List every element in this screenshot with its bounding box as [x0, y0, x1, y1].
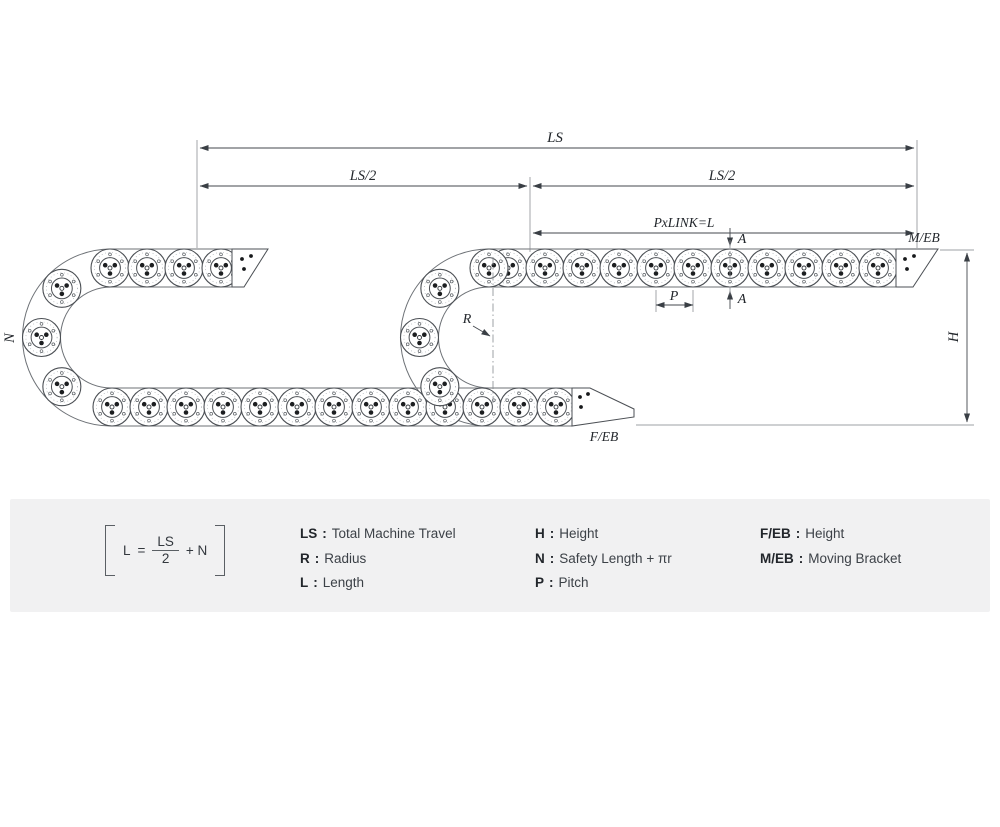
cable-carrier-diagram: LS LS/2 LS/2 PxLINK=L A A P H N R M/EB F… [2, 130, 974, 444]
radius-label: R [462, 312, 472, 327]
chain-link [277, 387, 317, 427]
legend-item-meb: M/EB:Moving Bracket [760, 550, 902, 566]
chain-link [21, 317, 62, 358]
chain-link [388, 387, 428, 427]
chain-link [351, 387, 391, 427]
ls2-right-dimension-label: LS/2 [708, 168, 736, 184]
legend-column-2: H:Height N:Safety Length + πr P:Pitch [535, 522, 672, 596]
formula-right-bracket [215, 525, 226, 577]
section-a-bottom-label: A [737, 292, 747, 307]
formula-left-bracket [105, 525, 115, 577]
height-dimension-label: H [946, 330, 962, 343]
chain-link [420, 367, 460, 407]
legend-panel: L = LS 2 + N LS:Total Machine Travel R:R… [10, 499, 990, 612]
fixed-bracket-label: F/EB [589, 429, 619, 444]
chain-link [240, 387, 280, 427]
chain-link [399, 317, 440, 358]
legend-column-1: LS:Total Machine Travel R:Radius L:Lengt… [300, 522, 456, 596]
legend-column-3: F/EB:Height M/EB:Moving Bracket [760, 522, 901, 571]
chain-link [536, 387, 576, 427]
legend-item-ls: LS:Total Machine Travel [300, 526, 456, 541]
formula-plus-term: + N [185, 543, 208, 559]
legend-item-p: P:Pitch [535, 575, 589, 590]
chain-link [562, 248, 602, 288]
moving-bracket-label: M/EB [907, 230, 940, 245]
chain-link [858, 248, 898, 288]
chain-link [42, 268, 82, 308]
chain-link [127, 248, 167, 288]
end-brackets [231, 248, 939, 427]
chain-link [599, 248, 639, 288]
center-lines [492, 240, 731, 403]
extension-lines [196, 140, 974, 426]
formula-denominator: 2 [161, 551, 170, 567]
ls2-left-dimension-label: LS/2 [349, 168, 377, 184]
legend-item-r: R:Radius [300, 550, 367, 566]
fixed-bracket [571, 387, 635, 427]
chain-link [203, 387, 243, 427]
dimension-lines [199, 144, 971, 423]
chain-link [747, 248, 787, 288]
length-formula: L = LS 2 + N [105, 525, 226, 577]
chain-link [90, 248, 130, 288]
legend-item-n: N:Safety Length + πr [535, 550, 672, 566]
formula-equals: = [137, 543, 146, 559]
legend-item-feb: F/EB:Height [760, 526, 845, 541]
safety-length-label: N [2, 332, 18, 344]
chain-link [92, 387, 132, 427]
pitch-dimension-label: P [669, 289, 679, 304]
moving-bracket [895, 248, 939, 288]
chain-link [314, 387, 354, 427]
section-a-top-label: A [737, 232, 747, 247]
formula-numerator: LS [152, 534, 179, 552]
chain-link [462, 387, 502, 427]
legend-item-h: H:Height [535, 526, 599, 541]
chain-link [784, 248, 824, 288]
chain-link [499, 387, 539, 427]
chain-link [673, 248, 713, 288]
radius-leader-arrow [472, 325, 491, 337]
legend-item-l: L:Length [300, 575, 365, 590]
ls-dimension-label: LS [546, 130, 563, 146]
chain-link [164, 248, 204, 288]
pxlink-dimension-label: PxLINK=L [653, 215, 715, 230]
chain-link [636, 248, 676, 288]
chain-link [166, 387, 206, 427]
formula-fraction: LS 2 [152, 534, 179, 567]
chain-link [821, 248, 861, 288]
chain-link [420, 268, 460, 308]
chain-link [42, 367, 82, 407]
chain-link [525, 248, 565, 288]
chain-link [129, 387, 169, 427]
formula-lhs: L [123, 543, 131, 559]
chain-link [469, 248, 509, 288]
chain-links [21, 248, 898, 427]
